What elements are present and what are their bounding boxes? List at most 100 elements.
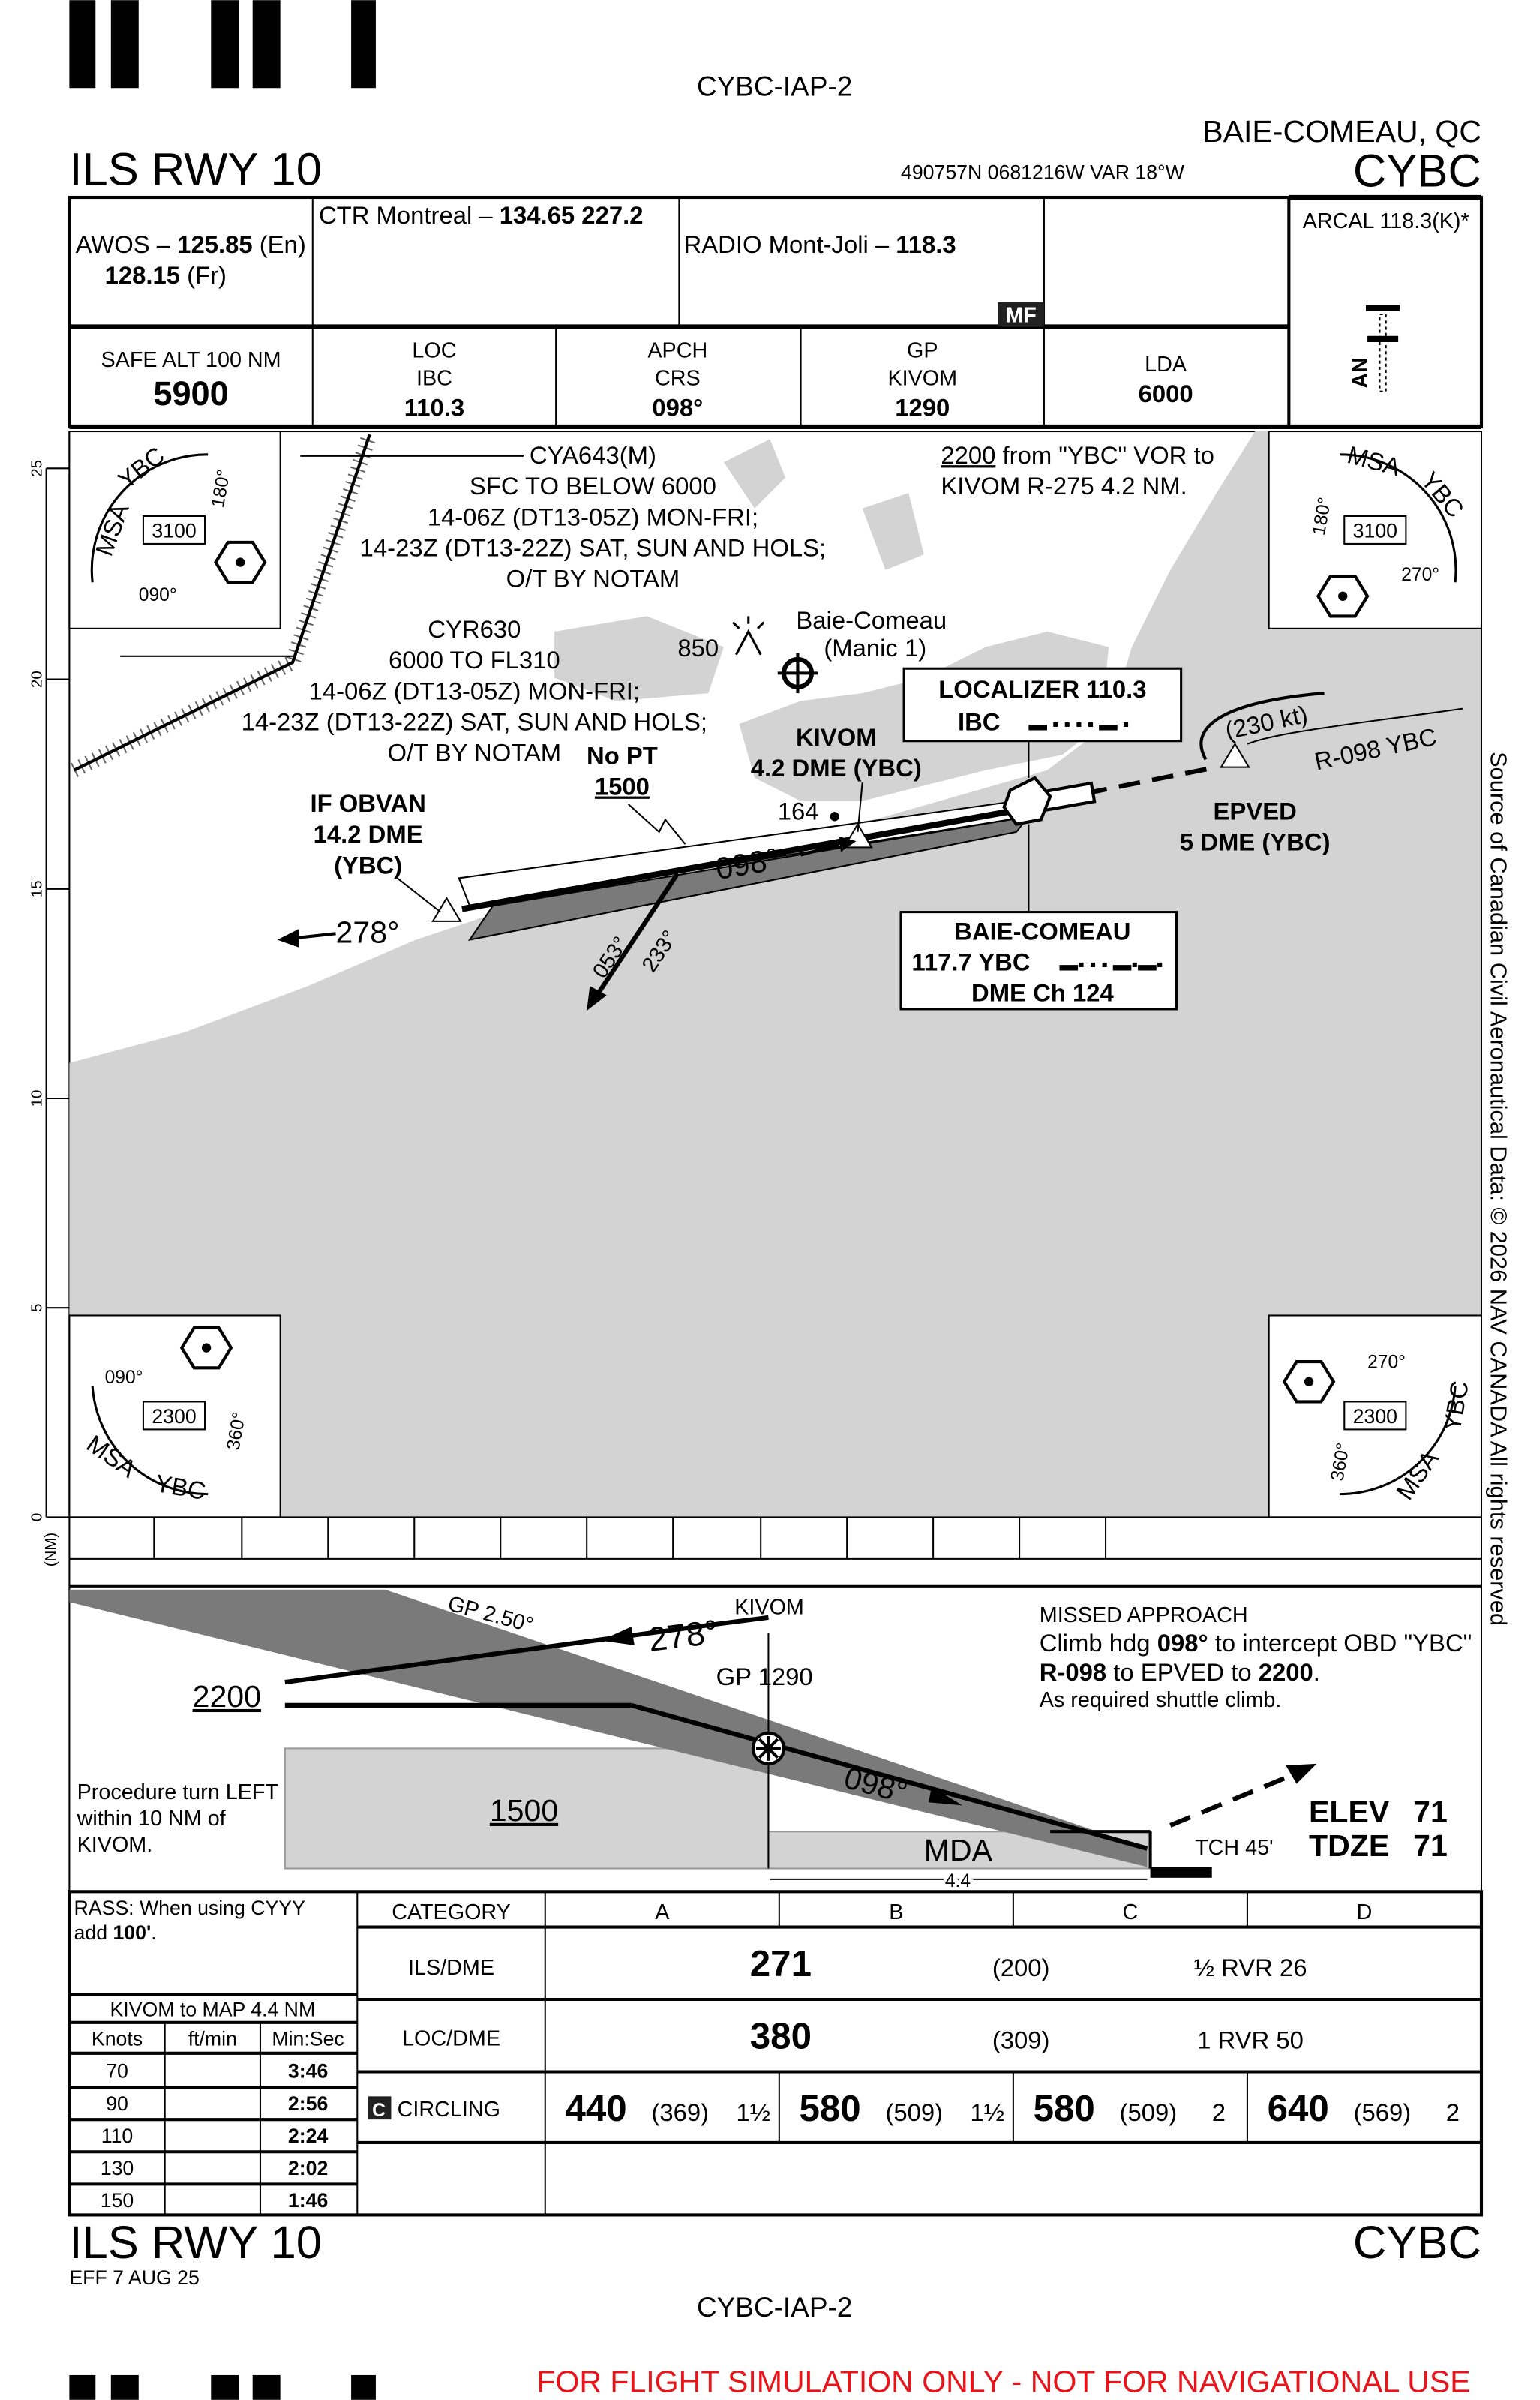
no-pt-altitude: 1500 <box>595 773 650 801</box>
circling-vis: 1½ <box>736 2098 770 2126</box>
plan-view: 0 5 10 15 20 25 (NM) 3100 MSA YBC 180° 0… <box>28 431 1483 1567</box>
profile-gp-alt: GP 1290 <box>716 1663 813 1690</box>
rass-note: RASS: When using CYYY <box>74 1897 306 1919</box>
gp-label: GP <box>907 339 938 363</box>
airspace-boundary <box>73 434 371 772</box>
apch-label: APCH <box>647 339 707 363</box>
timing-time: 3:46 <box>288 2060 328 2083</box>
circling-vis: 2 <box>1212 2098 1226 2126</box>
morse-code: ▬▪ ▪ ▪ ▬▪▬▪ <box>1059 955 1163 975</box>
registration-bars-bottom <box>69 2374 376 2400</box>
timing-title: KIVOM to MAP 4.4 NM <box>110 1999 315 2021</box>
timing-knots: 90 <box>106 2092 128 2115</box>
msa-bearing: 090° <box>105 1368 143 1388</box>
city: BAIE-COMEAU, QC <box>1202 114 1481 149</box>
safe-alt-value: 5900 <box>153 374 228 413</box>
airspace-note: 14-23Z (DT13-22Z) SAT, SUN AND HOLS; <box>242 707 707 735</box>
chart-id-top: CYBC-IAP-2 <box>697 71 852 101</box>
epved-fix-icon <box>1220 742 1250 768</box>
tch: TCH 45' <box>1195 1836 1274 1860</box>
comms-box <box>68 194 1484 429</box>
profile-kivom: KIVOM <box>734 1596 804 1620</box>
timing-col: Min:Sec <box>272 2028 344 2050</box>
safe-alt-label: SAFE ALT 100 NM <box>101 348 281 372</box>
timing-knots: 150 <box>101 2189 134 2212</box>
circling-label: CIRCLING <box>398 2098 500 2122</box>
elev-label: ELEV <box>1309 1795 1390 1829</box>
profile-outbound-course: 278° <box>646 1612 720 1659</box>
dme-channel: DME Ch 124 <box>971 979 1114 1007</box>
source-credit: Source of Canadian Civil Aeronautical Da… <box>1485 752 1511 1626</box>
airport-ident: CYBC <box>1353 146 1481 197</box>
ctr-freq: CTR Montreal – 134.65 227.2 <box>319 201 644 229</box>
simulation-disclaimer: FOR FLIGHT SIMULATION ONLY - NOT FOR NAV… <box>536 2365 1470 2399</box>
obvan-dme: 14.2 DME <box>314 820 423 848</box>
category-b: B <box>889 1900 903 1924</box>
timing-knots: 70 <box>106 2060 128 2083</box>
timing-knots: 110 <box>101 2125 134 2147</box>
loc-freq: 110.3 <box>404 394 464 422</box>
circling-mda: 440 <box>565 2088 626 2129</box>
chart-id-bottom: CYBC-IAP-2 <box>697 2292 852 2323</box>
msa-bottom-right <box>1268 1314 1483 1518</box>
timing-row: 70 3:46 <box>106 2060 328 2083</box>
town-name: Baie-Comeau <box>796 606 947 634</box>
scale-label: 5 <box>28 1303 45 1311</box>
radio-freq: RADIO Mont-Joli – 118.3 <box>684 230 956 258</box>
timing-time: 1:46 <box>288 2189 328 2212</box>
kivom-fix: KIVOM <box>796 723 877 751</box>
gp-alt: 1290 <box>895 394 950 422</box>
circling-hat: (509) <box>885 2098 943 2126</box>
glideslope-intercept-icon <box>751 1731 786 1765</box>
hold-arc <box>1199 692 1325 761</box>
scale-label: 15 <box>28 880 45 897</box>
circling-cat-a: 440(369)1½ <box>565 2088 770 2129</box>
category-c: C <box>1123 1900 1139 1924</box>
timing-col: Knots <box>92 2028 143 2050</box>
radial-line <box>1247 707 1463 745</box>
scale-unit: (NM) <box>42 1533 59 1567</box>
minima-table <box>68 1890 1484 2217</box>
airspace-note: 14-23Z (DT13-22Z) SAT, SUN AND HOLS; <box>360 533 826 561</box>
msa-bottom-left <box>68 1314 281 1518</box>
lighting-label: AN <box>1349 357 1373 389</box>
loc-hat: (309) <box>992 2026 1050 2054</box>
map-distance: 4.4 <box>945 1871 971 1891</box>
epved-dme: 5 DME (YBC) <box>1180 828 1331 855</box>
approach-course-line <box>461 794 1087 912</box>
loc-mda: 380 <box>750 2016 812 2057</box>
no-pt-note: No PT <box>587 742 658 770</box>
tdze-label: TDZE <box>1309 1828 1389 1863</box>
msa-altitude: 2300 <box>1353 1405 1397 1428</box>
circling-hat: (509) <box>1120 2098 1178 2126</box>
effective-date: EFF 7 AUG 25 <box>69 2266 199 2289</box>
obstacle-icon <box>830 812 839 822</box>
msa-bearing: 270° <box>1367 1352 1406 1372</box>
msa-top-right <box>1268 431 1483 629</box>
vor-name: BAIE-COMEAU <box>954 918 1130 945</box>
lighted-obstacle-icon <box>732 616 765 656</box>
airport-icon <box>777 653 818 694</box>
lda-value: 6000 <box>1139 380 1193 407</box>
timing-col: ft/min <box>188 2028 237 2050</box>
timing-row: 150 1:46 <box>101 2189 329 2212</box>
obstacle-elevation: 850 <box>677 634 719 662</box>
ils-visibility: ½ RVR 26 <box>1194 1954 1307 1981</box>
ils-label: ILS/DME <box>408 1956 494 1980</box>
localizer-ident: IBC <box>958 707 1001 735</box>
missed-approach-title: MISSED APPROACH <box>1040 1603 1248 1627</box>
msa-top-left <box>68 431 281 629</box>
mda-label: MDA <box>924 1833 993 1867</box>
registration-bars-top <box>69 0 376 89</box>
dme-arc-note: KIVOM R-275 4.2 NM. <box>941 472 1187 500</box>
pt-note: KIVOM. <box>77 1833 153 1857</box>
airspace-note: 6000 TO FL310 <box>389 646 560 674</box>
msa-altitude: 3100 <box>152 520 196 542</box>
category-header: CATEGORY <box>392 1900 511 1924</box>
approach-lighting-icon <box>1366 305 1400 392</box>
timing-knots: 130 <box>101 2157 134 2179</box>
circling-mda: 640 <box>1268 2088 1329 2129</box>
ils-da: 271 <box>750 1943 812 1984</box>
